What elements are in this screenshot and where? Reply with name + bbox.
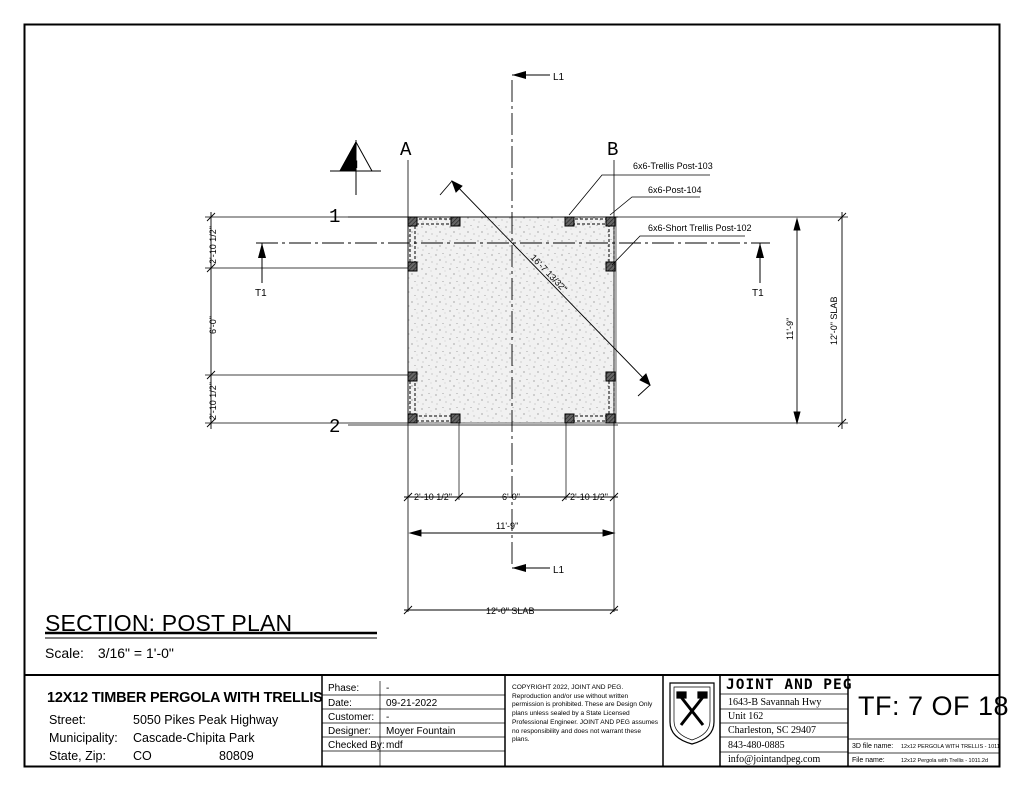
grid-label-1: 1 (329, 206, 340, 228)
sheet-border (23, 23, 1001, 768)
post (605, 216, 616, 227)
callout-short-trellis-post: 6x6-Short Trellis Post-102 (648, 223, 752, 233)
state-zip-label: State, Zip: (49, 749, 106, 763)
field-label-designer: Designer: (328, 726, 371, 737)
field-label-checked-by: Checked By: (328, 740, 385, 751)
company-name: JOINT AND PEG (726, 677, 853, 693)
post (564, 216, 575, 227)
company-address1: 1643-B Savannah Hwy (728, 697, 822, 708)
dim-left-middle: 6'-0" (208, 316, 218, 334)
left-dimension-chain (206, 212, 216, 429)
grid-label-a: A (400, 139, 412, 161)
post (605, 371, 616, 382)
field-label-customer: Customer: (328, 712, 375, 723)
scale-row: Scale: 3/16" = 1'-0" (45, 645, 174, 661)
section-label-l1-top: L1 (553, 72, 565, 83)
field-label-phase: Phase: (328, 683, 360, 694)
dim-bottom-left: 2'-10 1/2" (414, 492, 452, 502)
post (450, 413, 461, 424)
grid-label-b: B (607, 139, 618, 161)
field-label-date: Date: (328, 698, 352, 709)
post (407, 371, 418, 382)
section-label-l1-bottom: L1 (553, 565, 565, 576)
state-value: CO (133, 749, 152, 763)
bottom-dimension-chain (403, 492, 619, 615)
scale-label: Scale: (45, 645, 84, 661)
post (564, 413, 575, 424)
street-value: 5050 Pikes Peak Highway (133, 713, 279, 727)
dim-bottom-right: 2'-10 1/2" (570, 492, 608, 502)
dim-left-bottom: 2'-10 1/2" (208, 382, 218, 420)
project-title: 12X12 TIMBER PERGOLA WITH TRELLIS (47, 690, 323, 706)
copyright-notice: COPYRIGHT 2022, JOINT AND PEG. Reproduct… (512, 684, 659, 744)
post (407, 413, 418, 424)
company-email: info@jointandpeg.com (728, 754, 821, 765)
dim-bottom-outer: 12'-0" SLAB (486, 606, 534, 616)
post (407, 261, 418, 272)
field-value-checked-by: mdf (386, 740, 403, 751)
field-value-designer: Moyer Fountain (386, 726, 456, 737)
dim-bottom-inner: 11'-9" (496, 521, 518, 531)
sheet-number: TF: 7 OF 18 (858, 691, 1010, 721)
grid-label-2: 2 (329, 416, 340, 438)
callout-trellis-post: 6x6-Trellis Post-103 (633, 161, 713, 171)
section-label-t1-right: T1 (752, 288, 764, 299)
right-dimensions (793, 212, 847, 429)
company-city: Charleston, SC 29407 (728, 725, 817, 736)
municipality-value: Cascade-Chipita Park (133, 731, 255, 745)
sheet-title: SECTION: POST PLAN (45, 610, 293, 636)
diagonal-dimension (439, 180, 651, 397)
municipality-label: Municipality: (49, 731, 118, 745)
extension-lines (205, 216, 848, 500)
file-3d-label: 3D file name: (852, 743, 894, 750)
section-marker-t1-right (756, 243, 764, 283)
field-value-date: 09-21-2022 (386, 698, 438, 709)
posts (407, 216, 616, 424)
company-logo-icon (669, 682, 715, 745)
post (450, 216, 461, 227)
post (605, 261, 616, 272)
file-value: 12x12 Pergola with Trellis - 1011.2d (901, 758, 989, 764)
section-marker-l1-top (512, 71, 550, 79)
post (605, 413, 616, 424)
file-3d-value: 12x12 PERGOLA WITH TRELLIS - 1011 (901, 744, 1000, 750)
section-marker-l1-bottom (512, 564, 550, 572)
callout-leaders (568, 174, 745, 266)
company-address2: Unit 162 (728, 711, 764, 722)
north-arrow-icon: N (330, 140, 381, 195)
company-phone: 843-480-0885 (728, 740, 785, 751)
section-label-t1-left: T1 (255, 288, 267, 299)
field-value-customer: - (386, 712, 390, 723)
file-label: File name: (852, 757, 885, 764)
dim-right-outer: 12'-0" SLAB (829, 297, 839, 345)
title-block-frame (25, 674, 999, 766)
dim-right-inner: 11'-9" (785, 318, 795, 340)
street-label: Street: (49, 713, 86, 727)
post (407, 216, 418, 227)
section-marker-t1-left (258, 243, 266, 283)
scale-value: 3/16" = 1'-0" (97, 645, 174, 661)
callout-post: 6x6-Post-104 (648, 185, 702, 195)
north-arrow-letter: N (350, 159, 358, 171)
dim-bottom-middle: 6'-0" (502, 492, 520, 502)
zip-value: 80809 (219, 749, 254, 763)
field-value-phase: - (386, 683, 390, 694)
dim-left-top: 2'-10 1/2" (208, 226, 218, 264)
